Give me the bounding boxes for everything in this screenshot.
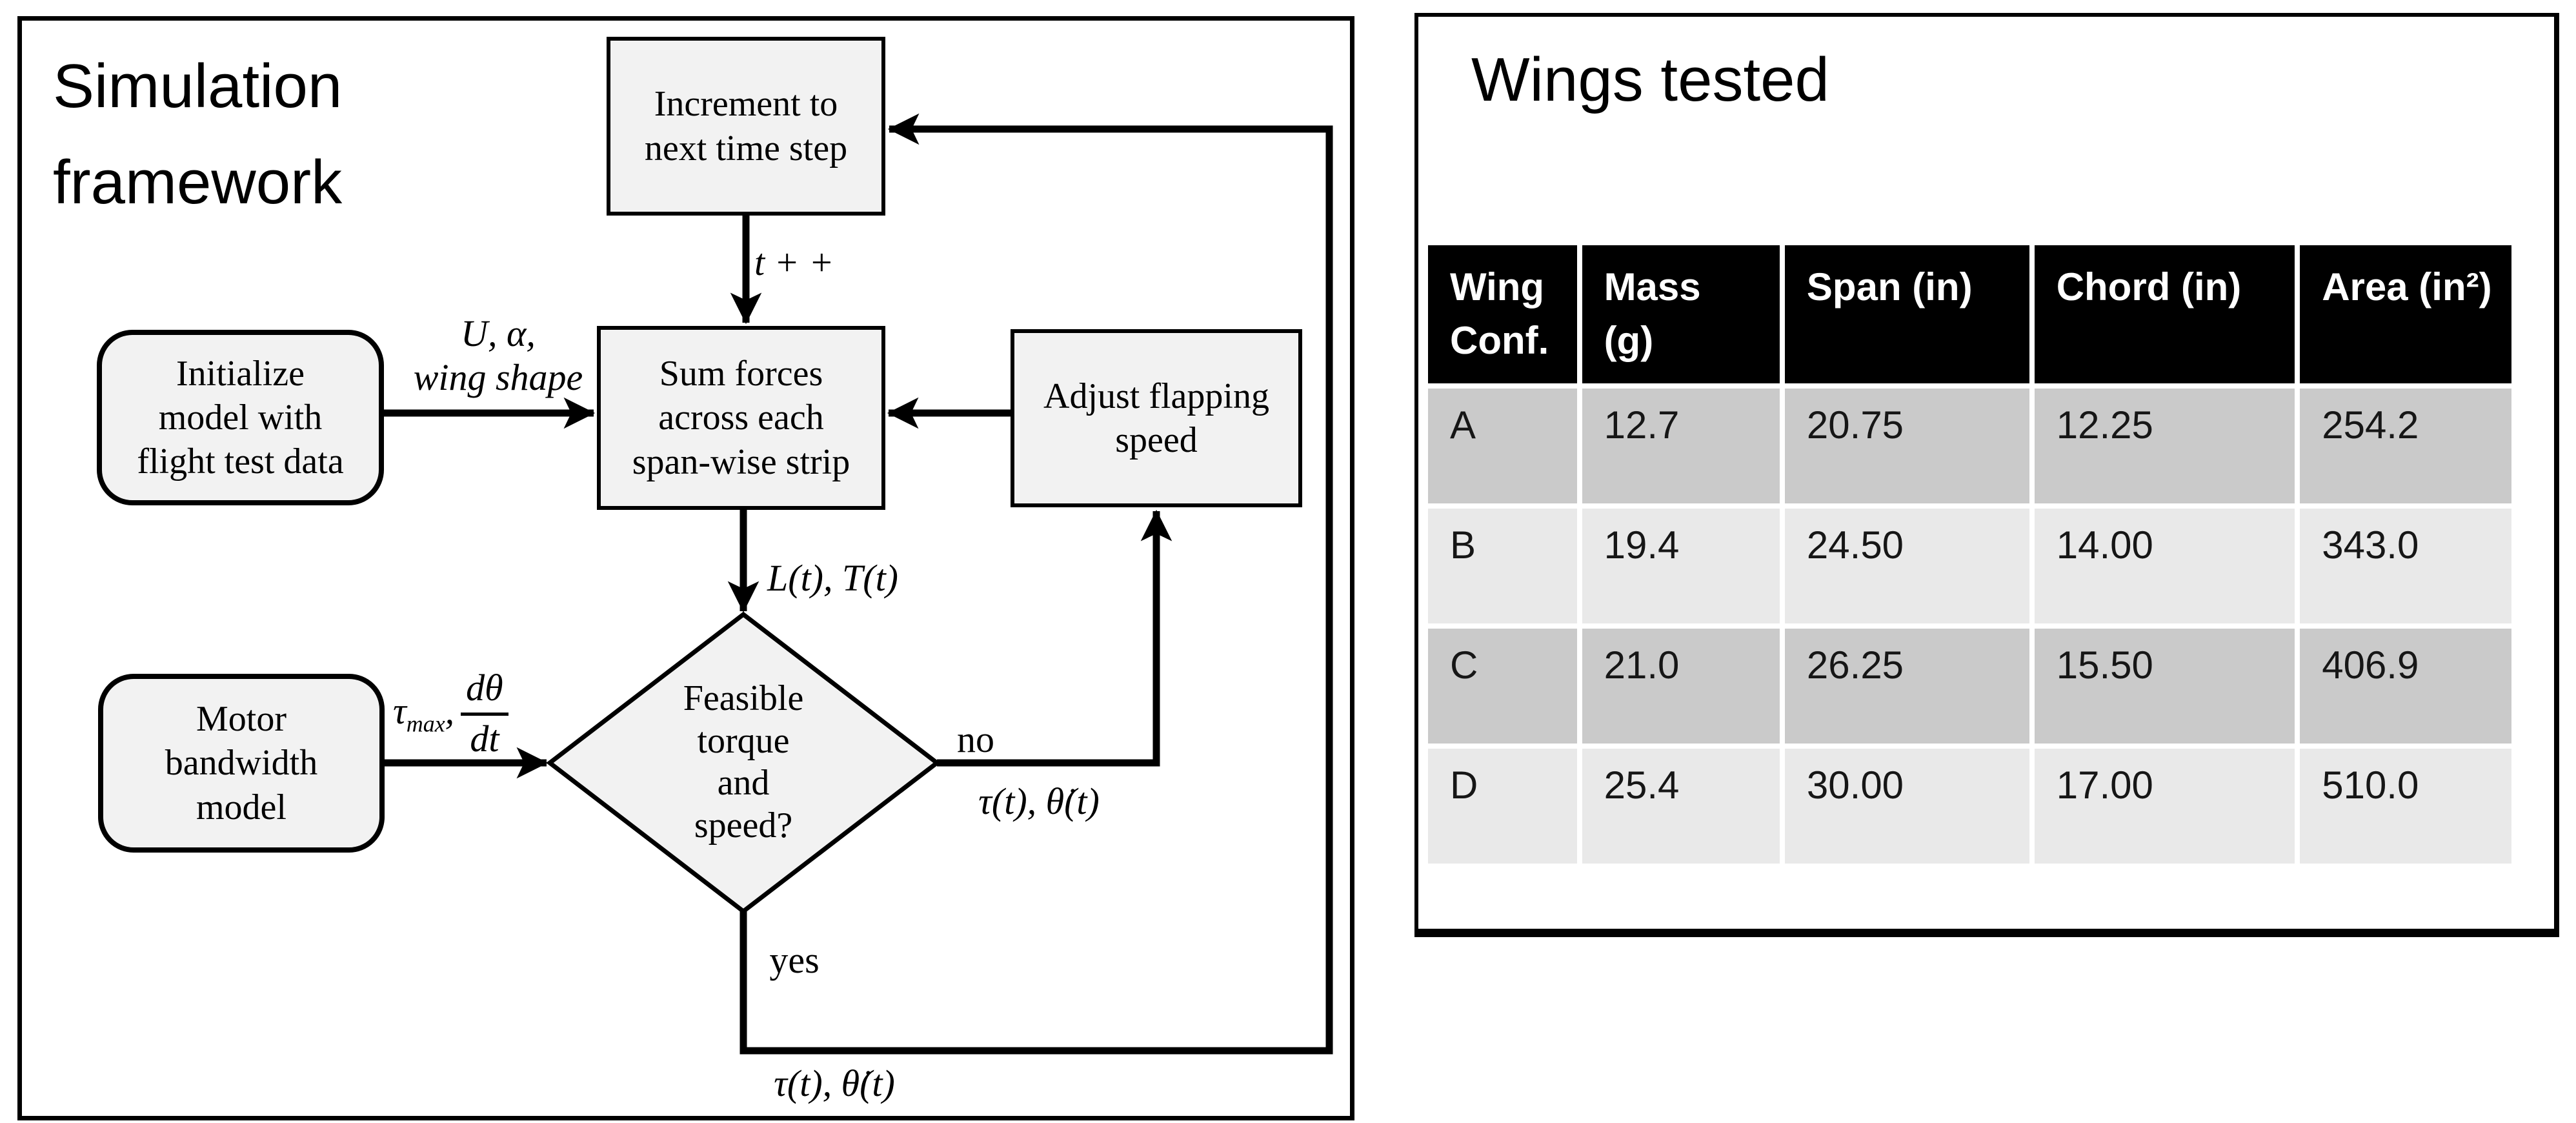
cell-chord: 17.00: [2034, 749, 2295, 864]
label-time-increment: t + +: [754, 241, 834, 283]
label-yes-branch-signals: τ(t), θ̇(t): [774, 1062, 895, 1104]
cell-conf: C: [1428, 629, 1577, 744]
cell-mass: 21.0: [1582, 629, 1780, 744]
cell-chord: 14.00: [2034, 509, 2295, 623]
left-panel-title: Simulation framework: [53, 52, 343, 217]
cell-conf: A: [1428, 389, 1577, 503]
header-mass: Mass(g): [1582, 245, 1780, 383]
cell-area: 406.9: [2300, 629, 2511, 744]
table-row-wing-a: A 12.7 20.75 12.25 254.2: [1428, 389, 2511, 503]
header-span: Span (in): [1784, 245, 2029, 383]
simulation-framework-panel: Simulation framework I: [17, 16, 1354, 1120]
header-chord: Chord (in): [2034, 245, 2295, 383]
cell-mass: 19.4: [1582, 509, 1780, 623]
table-row-wing-c: C 21.0 26.25 15.50 406.9: [1428, 629, 2511, 744]
flowchart-connectors: [384, 113, 1333, 1055]
cell-chord: 15.50: [2034, 629, 2295, 744]
table-row-wing-b: B 19.4 24.50 14.00 343.0: [1428, 509, 2511, 623]
label-lift-thrust: L(t), T(t): [767, 557, 898, 599]
label-no-branch-signals: τ(t), θ̇(t): [978, 780, 1100, 822]
table-row-wing-d: D 25.4 30.00 17.00 510.0: [1428, 749, 2511, 864]
arrow-no-branch: [937, 509, 1172, 767]
node-decision-label: Feasible torque and speed?: [683, 678, 804, 845]
cell-span: 26.25: [1784, 629, 2029, 744]
cell-span: 30.00: [1784, 749, 2029, 864]
cell-span: 20.75: [1784, 389, 2029, 503]
label-branch-yes: yes: [769, 939, 820, 981]
arrow-yes-feedback-loop: [740, 113, 1333, 1055]
header-area: Area (in²): [2300, 245, 2511, 383]
dtheta-dt-fraction: dθ dt: [461, 666, 508, 762]
cell-conf: B: [1428, 509, 1577, 623]
cell-area: 510.0: [2300, 749, 2511, 864]
cell-mass: 25.4: [1582, 749, 1780, 864]
label-initialize-outputs: U, α, wing shape: [413, 312, 583, 399]
label-branch-no: no: [957, 718, 994, 760]
cell-area: 343.0: [2300, 509, 2511, 623]
right-panel-title: Wings tested: [1471, 45, 1829, 114]
cell-conf: D: [1428, 749, 1577, 864]
label-motor-outputs: τmax, dθ dt: [393, 666, 508, 762]
cell-mass: 12.7: [1582, 389, 1780, 503]
cell-chord: 12.25: [2034, 389, 2295, 503]
cell-area: 254.2: [2300, 389, 2511, 503]
cell-span: 24.50: [1784, 509, 2029, 623]
